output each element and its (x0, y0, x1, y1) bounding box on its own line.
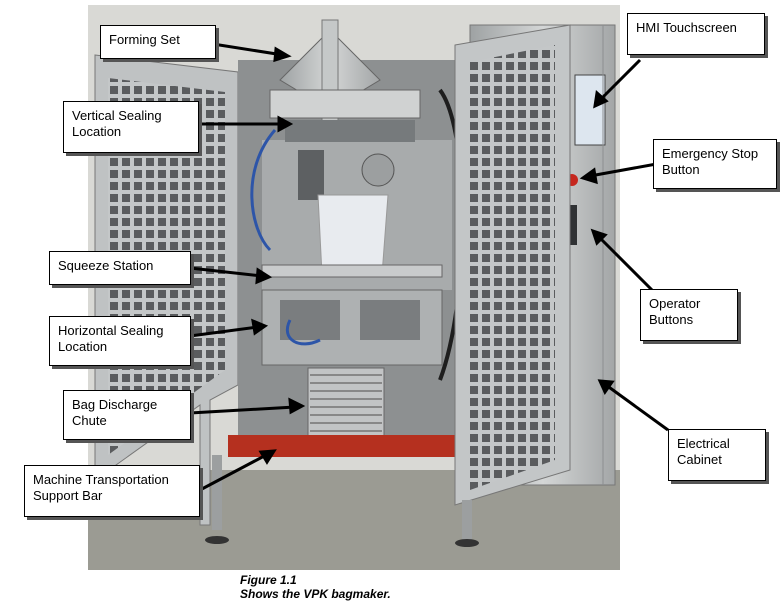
callout-operator-buttons-line2: Buttons (649, 312, 694, 327)
discharge-chute-rollers (310, 374, 382, 432)
callout-forming-set-text: Forming Set (109, 32, 180, 47)
left-leg (212, 455, 222, 530)
callout-vertical-sealing-line2: Location (72, 124, 122, 139)
callout-transport-bar-line1: Machine Transportation (33, 472, 169, 487)
callout-bag-discharge-line1: Bag Discharge (72, 397, 158, 412)
figure-caption: Figure 1.1 Shows the VPK bagmaker. (240, 573, 391, 601)
pull-belt-unit (298, 150, 324, 200)
vertical-sealer (285, 120, 415, 142)
transport-support-bar (228, 435, 476, 457)
jaw-air-hose (285, 319, 321, 346)
arrow-horizontal-sealing (189, 325, 259, 338)
callout-estop-line1: Emergency Stop (662, 146, 759, 161)
callout-electrical-cabinet-line1: Electrical (677, 436, 730, 451)
callout-estop: Emergency Stop Button (653, 139, 777, 189)
callout-electrical-cabinet: Electrical Cabinet (668, 429, 766, 481)
callout-estop-line2: Button (662, 162, 700, 177)
callout-hmi: HMI Touchscreen (627, 13, 765, 55)
callout-transport-bar: Machine Transportation Support Bar (24, 465, 200, 517)
upper-film-rollers (269, 89, 421, 119)
arrow-estop (589, 161, 663, 178)
arrow-bag-discharge (189, 405, 296, 415)
callout-horizontal-sealing-line1: Horizontal Sealing (58, 323, 164, 338)
vertical-sealer-motor (361, 153, 395, 187)
air-hose (250, 129, 277, 252)
right-foot (455, 539, 479, 547)
callout-transport-bar-line2: Support Bar (33, 488, 103, 503)
callout-hmi-text: HMI Touchscreen (636, 20, 737, 35)
horizontal-jaw-right (360, 300, 420, 340)
callout-arrows (189, 42, 669, 492)
callout-operator-buttons: Operator Buttons (640, 289, 738, 341)
left-foot (205, 536, 229, 544)
callout-electrical-cabinet-line2: Cabinet (677, 452, 722, 467)
arrow-electrical-cabinet (605, 383, 669, 432)
squeeze-station-bar (261, 264, 443, 278)
right-leg (462, 500, 472, 540)
callout-squeeze-station: Squeeze Station (49, 251, 191, 285)
arrow-operator-buttons (596, 234, 662, 300)
arrow-transport-bar (199, 452, 269, 492)
product-bag (317, 194, 389, 276)
hmi-screen (574, 74, 606, 146)
arrow-squeeze-station (189, 266, 263, 278)
callout-horizontal-sealing-line2: Location (58, 339, 108, 354)
callout-vertical-sealing-line1: Vertical Sealing (72, 108, 162, 123)
callout-squeeze-station-text: Squeeze Station (58, 258, 154, 273)
right-guard-door-mesh (470, 45, 555, 490)
callout-forming-set: Forming Set (100, 25, 216, 59)
callout-vertical-sealing: Vertical Sealing Location (63, 101, 199, 153)
callout-horizontal-sealing: Horizontal Sealing Location (49, 316, 191, 366)
discharge-chute-body (307, 367, 385, 439)
figure-description: Shows the VPK bagmaker. (240, 587, 391, 601)
callout-bag-discharge-line2: Chute (72, 413, 107, 428)
arrow-hmi (598, 58, 642, 102)
callout-operator-buttons-line1: Operator (649, 296, 701, 311)
figure-number: Figure 1.1 (240, 573, 297, 587)
arrow-forming-set (212, 42, 284, 57)
callout-bag-discharge: Bag Discharge Chute (63, 390, 191, 440)
